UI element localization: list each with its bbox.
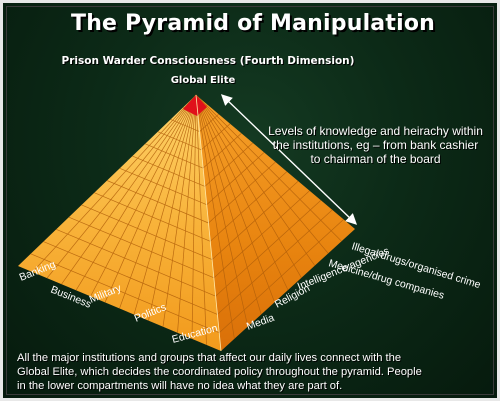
hierarchy-arrow bbox=[220, 94, 358, 225]
levels-note-line: to chairman of the board bbox=[310, 152, 441, 166]
pyramid-left-face bbox=[18, 95, 221, 351]
subtitle: Prison Warder Consciousness (Fourth Dime… bbox=[61, 55, 355, 67]
pyramid-diagram: Banking Business Military Politics Educa… bbox=[18, 94, 482, 352]
footer-line: in the lower compartments will have no i… bbox=[17, 380, 343, 392]
levels-note-line: the institutions, eg – from bank cashier bbox=[272, 138, 479, 152]
levels-note-line: Levels of knowledge and heirachy within bbox=[268, 124, 483, 138]
page-title: The Pyramid of Manipulation bbox=[70, 11, 435, 36]
footer-caption: All the major institutions and groups th… bbox=[17, 351, 495, 393]
footer-line: Global Elite, which decides the coordina… bbox=[17, 366, 422, 378]
apex-cap bbox=[183, 95, 207, 116]
levels-note: Levels of knowledge and heirachy within … bbox=[253, 124, 497, 166]
footer-line: All the major institutions and groups th… bbox=[17, 352, 402, 364]
pyramid-front-edge bbox=[195, 94, 222, 352]
apex-label: Global Elite bbox=[170, 75, 236, 86]
